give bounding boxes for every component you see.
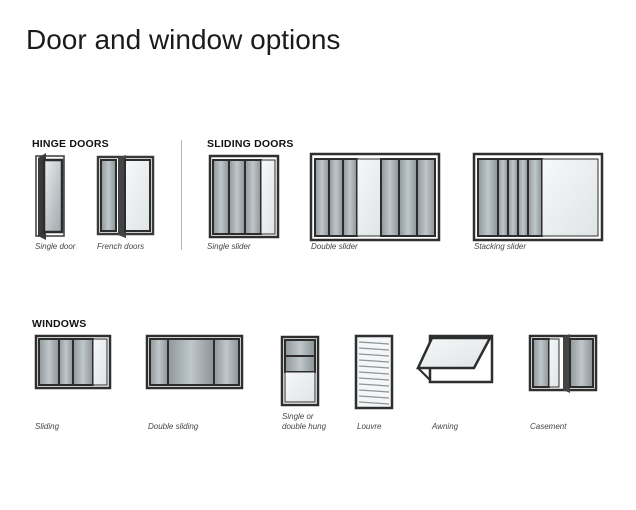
awning-window-icon bbox=[416, 334, 494, 384]
single-door-icon bbox=[35, 153, 65, 240]
double-sliding-window-icon bbox=[145, 334, 244, 390]
windows-heading: WINDOWS bbox=[32, 318, 87, 330]
page-title: Door and window options bbox=[26, 24, 341, 55]
caption-double-sliding: Double sliding bbox=[148, 422, 199, 431]
french-doors-icon bbox=[96, 155, 155, 238]
sliding-doors-heading: SLIDING DOORS bbox=[207, 138, 294, 150]
caption-stacking-slider: Stacking slider bbox=[474, 242, 527, 251]
caption-hung: Single or double hung bbox=[282, 412, 327, 431]
section-divider bbox=[181, 140, 182, 250]
caption-awning: Awning bbox=[432, 422, 459, 431]
caption-single-door: Single door bbox=[35, 242, 76, 251]
hung-window-icon bbox=[280, 335, 320, 407]
caption-double-slider: Double slider bbox=[311, 242, 358, 251]
caption-single-slider: Single slider bbox=[207, 242, 251, 251]
louvre-window-icon bbox=[354, 334, 394, 410]
caption-french-doors: French doors bbox=[97, 242, 145, 251]
caption-sliding: Sliding bbox=[35, 422, 60, 431]
caption-casement: Casement bbox=[530, 422, 567, 431]
stacking-slider-icon bbox=[472, 152, 604, 242]
sliding-window-icon bbox=[34, 334, 112, 390]
caption-louvre: Louvre bbox=[357, 422, 382, 431]
casement-window-icon bbox=[528, 334, 598, 393]
double-slider-icon bbox=[309, 152, 441, 242]
hinge-doors-heading: HINGE DOORS bbox=[32, 138, 109, 150]
single-slider-icon bbox=[208, 154, 280, 239]
